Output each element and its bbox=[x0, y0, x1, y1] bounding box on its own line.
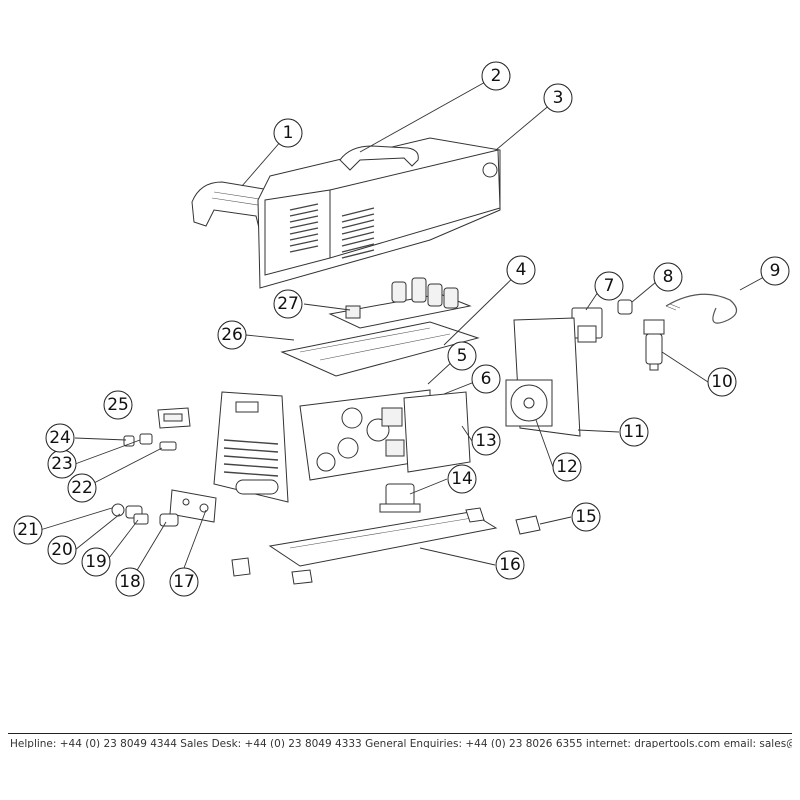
callout-24: 24 bbox=[45, 423, 75, 453]
part-chassis-plate bbox=[280, 321, 480, 377]
leader-lines bbox=[39, 75, 776, 583]
svg-text:6: 6 bbox=[481, 369, 492, 389]
callout-5: 5 bbox=[447, 341, 477, 371]
svg-text:16: 16 bbox=[499, 555, 521, 575]
svg-text:14: 14 bbox=[451, 469, 473, 489]
part-bracket bbox=[515, 515, 541, 535]
callout-25: 25 bbox=[103, 390, 133, 420]
part-air-hose bbox=[665, 293, 738, 324]
part-back-panel bbox=[505, 317, 581, 437]
svg-text:25: 25 bbox=[107, 395, 129, 415]
svg-text:3: 3 bbox=[553, 88, 564, 108]
callout-6: 6 bbox=[471, 364, 501, 394]
part-main-housing bbox=[257, 137, 501, 289]
callout-12: 12 bbox=[552, 452, 582, 482]
svg-text:5: 5 bbox=[457, 346, 468, 366]
part-base-tray bbox=[231, 507, 498, 585]
svg-text:17: 17 bbox=[173, 572, 195, 592]
part-filter-regulator bbox=[643, 319, 665, 371]
svg-text:1: 1 bbox=[283, 123, 294, 143]
callout-4: 4 bbox=[506, 255, 536, 285]
part-gas-valve bbox=[379, 483, 421, 513]
callout-23: 23 bbox=[47, 449, 77, 479]
part-power-board bbox=[328, 277, 472, 329]
svg-text:23: 23 bbox=[51, 454, 73, 474]
callout-26: 26 bbox=[217, 320, 247, 350]
part-solenoid bbox=[571, 307, 603, 343]
svg-text:15: 15 bbox=[575, 507, 597, 527]
svg-text:7: 7 bbox=[604, 276, 615, 296]
callout-18: 18 bbox=[115, 567, 145, 597]
part-front-panel bbox=[213, 391, 289, 503]
svg-text:10: 10 bbox=[711, 372, 733, 392]
svg-text:12: 12 bbox=[556, 457, 578, 477]
footer-divider bbox=[8, 733, 792, 734]
callout-11: 11 bbox=[619, 417, 649, 447]
svg-text:18: 18 bbox=[119, 572, 141, 592]
callout-9: 9 bbox=[760, 256, 790, 286]
part-carry-handle bbox=[339, 145, 419, 171]
callout-3: 3 bbox=[543, 83, 573, 113]
svg-text:2: 2 bbox=[491, 66, 502, 86]
part-small-fittings bbox=[111, 433, 179, 527]
svg-text:9: 9 bbox=[770, 261, 781, 281]
callout-7: 7 bbox=[594, 271, 624, 301]
callout-17: 17 bbox=[169, 567, 199, 597]
callout-14: 14 bbox=[447, 464, 477, 494]
callout-15: 15 bbox=[571, 502, 601, 532]
part-inverter-assembly bbox=[299, 389, 471, 481]
callout-10: 10 bbox=[707, 367, 737, 397]
callout-16: 16 bbox=[495, 550, 525, 580]
svg-text:26: 26 bbox=[221, 325, 243, 345]
callout-1: 1 bbox=[273, 118, 303, 148]
svg-text:22: 22 bbox=[71, 478, 93, 498]
svg-text:27: 27 bbox=[277, 294, 299, 314]
svg-text:19: 19 bbox=[85, 552, 107, 572]
callout-13: 13 bbox=[471, 426, 501, 456]
callout-27: 27 bbox=[273, 289, 303, 319]
callout-8: 8 bbox=[653, 262, 683, 292]
svg-text:8: 8 bbox=[663, 267, 674, 287]
callout-20: 20 bbox=[47, 535, 77, 565]
footer-contact-line: Helpline: +44 (0) 23 8049 4344 Sales Des… bbox=[10, 738, 792, 748]
svg-text:24: 24 bbox=[49, 428, 71, 448]
part-fitting bbox=[617, 299, 633, 315]
svg-text:11: 11 bbox=[623, 422, 645, 442]
callout-21: 21 bbox=[13, 515, 43, 545]
svg-text:20: 20 bbox=[51, 540, 73, 560]
callout-19: 19 bbox=[81, 547, 111, 577]
callout-2: 2 bbox=[481, 61, 511, 91]
svg-text:4: 4 bbox=[516, 260, 527, 280]
svg-text:13: 13 bbox=[475, 431, 497, 451]
svg-text:21: 21 bbox=[17, 520, 39, 540]
callout-22: 22 bbox=[67, 473, 97, 503]
part-display bbox=[157, 407, 191, 429]
